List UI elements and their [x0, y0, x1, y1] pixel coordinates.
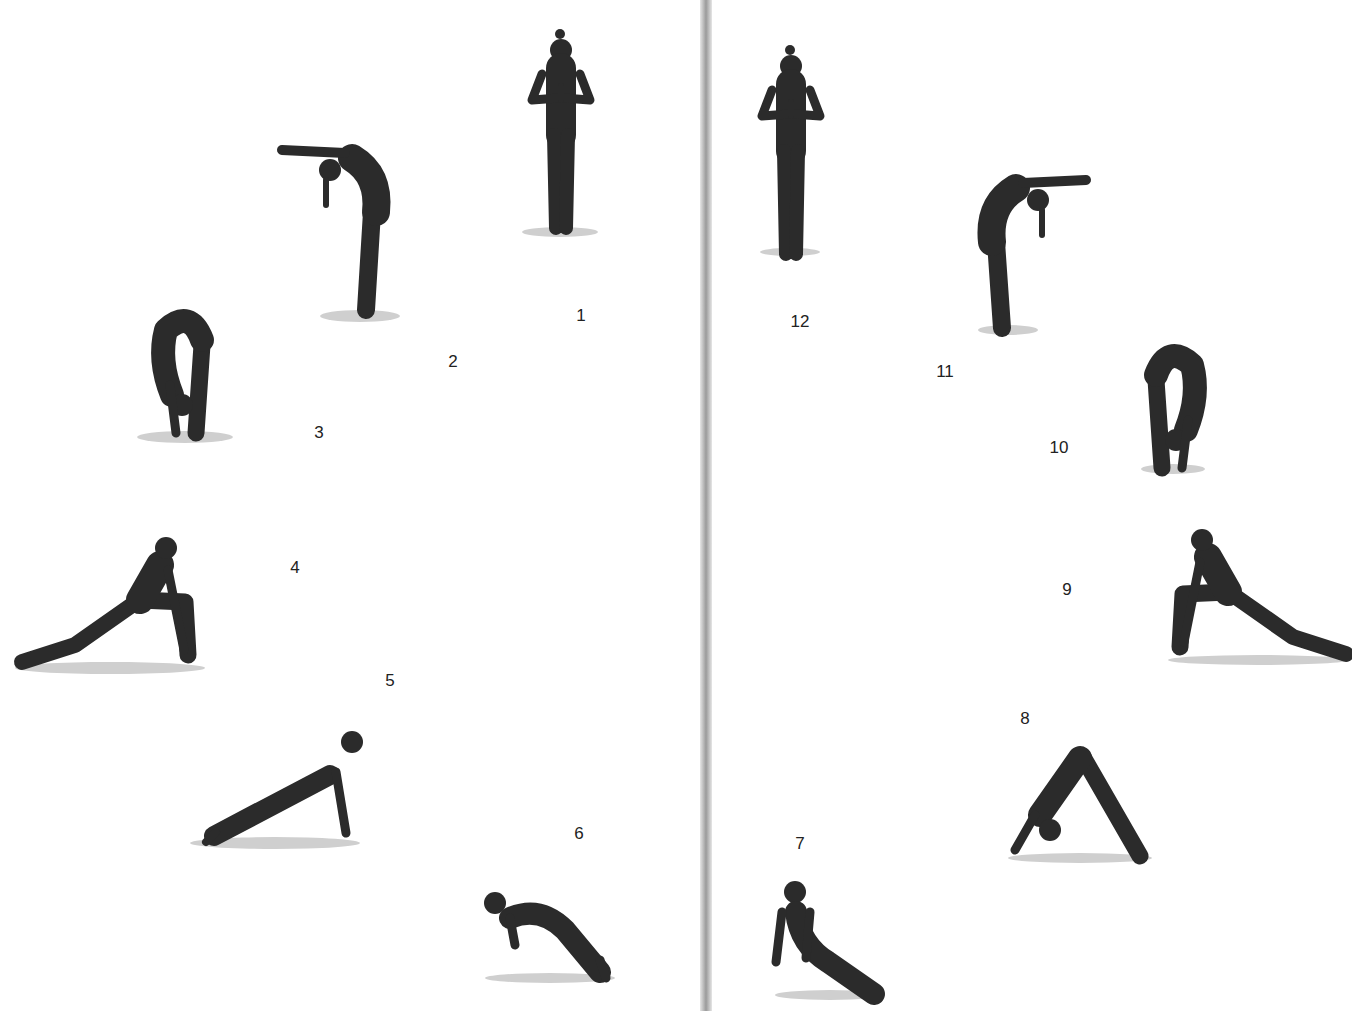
callout-number: 11 [936, 362, 954, 382]
pose-figure [978, 180, 1086, 335]
pose-figure [775, 881, 885, 1000]
callout-number: 5 [385, 671, 394, 691]
callout-number: 2 [448, 352, 457, 372]
pose-figure [190, 731, 363, 849]
pose-figure [282, 150, 400, 322]
pose-figure [1141, 356, 1205, 474]
pose-figure [15, 537, 205, 674]
pose-figure [137, 321, 233, 443]
pose-figure [522, 29, 598, 237]
pose-figure [1168, 529, 1348, 665]
callout-number: 10 [1050, 438, 1069, 458]
pose-figure [484, 892, 615, 983]
callout-number: 7 [795, 834, 804, 854]
pose-figure [1008, 757, 1152, 863]
callout-number: 12 [791, 312, 810, 332]
callout-number: 1 [576, 306, 585, 326]
page-divider [700, 0, 712, 1011]
callout-number: 6 [574, 824, 583, 844]
callout-number: 3 [314, 423, 323, 443]
callout-number: 9 [1062, 580, 1071, 600]
callout-number: 4 [290, 558, 299, 578]
callout-number: 8 [1020, 709, 1029, 729]
pose-figure [760, 45, 820, 256]
